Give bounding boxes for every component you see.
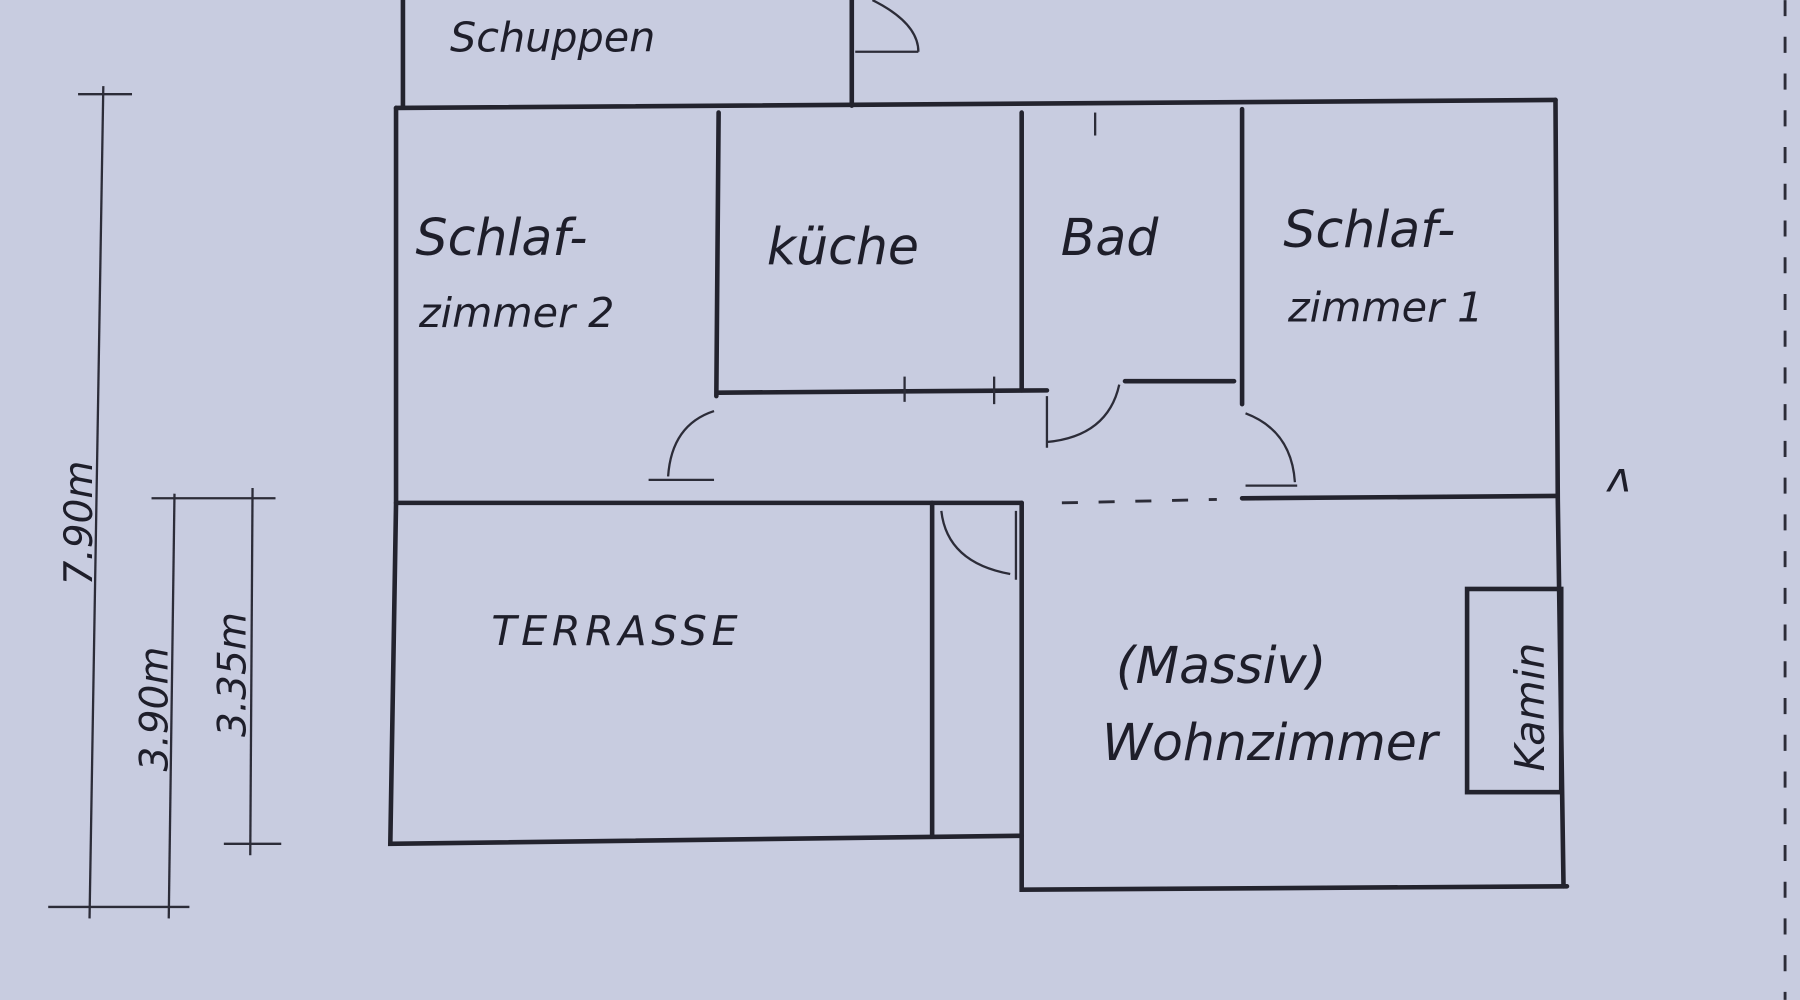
- room-label-bedroom1-line1: Schlaf-: [1283, 200, 1455, 259]
- fireplace: [1464, 586, 1564, 795]
- room-label-kitchen: küche: [767, 217, 919, 276]
- dimension-terrace-outer: 3.90m: [133, 647, 178, 772]
- room-label-terrace: TERRASSE: [491, 607, 742, 655]
- room-label-shed: Schuppen: [450, 14, 655, 62]
- marker-symbol: ʌ: [1606, 453, 1631, 501]
- dimension-terrace-inner: 3.35m: [211, 612, 256, 737]
- doors: [648, 384, 1298, 580]
- room-label-bedroom2-line1: Schlaf-: [416, 208, 588, 267]
- room-label-bedroom1-line2: zimmer 1: [1287, 283, 1483, 331]
- room-label-bedroom2-line2: zimmer 2: [418, 289, 614, 337]
- room-label-bath: Bad: [1061, 208, 1160, 267]
- room-label-fireplace: Kamin: [1506, 643, 1554, 772]
- room-label-living: Wohnzimmer: [1102, 713, 1441, 772]
- dimension-total-depth: 7.90m: [57, 461, 102, 586]
- shed: Schuppen: [400, 0, 920, 108]
- interior-walls: [393, 106, 1564, 839]
- room-label-living-note: (Massiv): [1116, 636, 1326, 695]
- dimension-lines: [48, 86, 282, 919]
